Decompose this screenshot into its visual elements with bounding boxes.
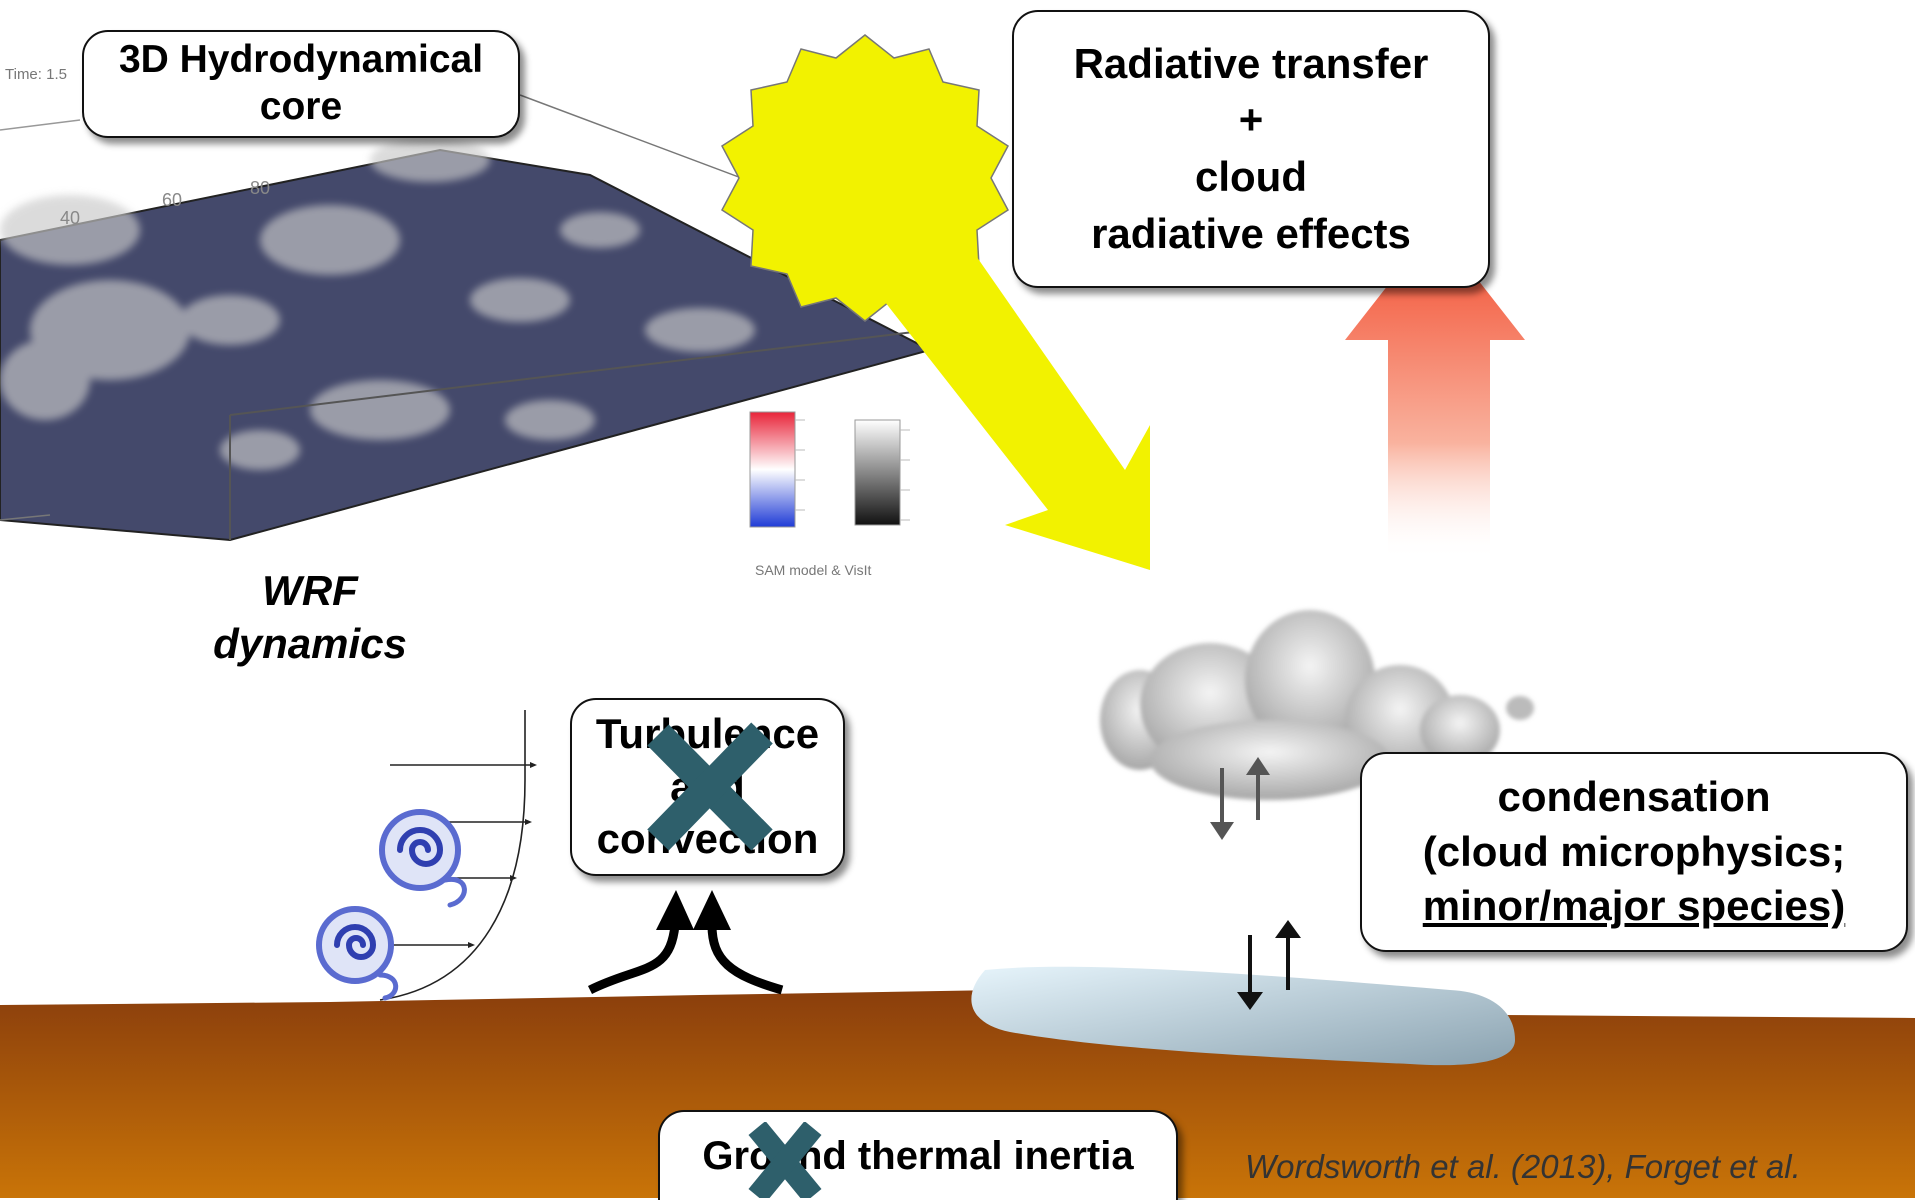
box-condensation-line3: minor/major species): [1422, 882, 1846, 930]
surface-ice: [971, 966, 1515, 1066]
sunlight-arrow: [880, 240, 1150, 570]
box-radiative-line1: Radiative transfer: [1073, 39, 1429, 87]
box-radiative-line2: +: [1238, 96, 1264, 144]
model-caption: SAM model & VisIt: [755, 562, 872, 578]
wrf-dynamics-label: WRF dynamics: [170, 565, 450, 670]
box-radiative-transfer: Radiative transfer + cloud radiative eff…: [1012, 10, 1490, 288]
box-condensation: condensation (cloud microphysics; minor/…: [1360, 752, 1908, 952]
cloud-exchange-arrows: [1210, 757, 1270, 840]
box-radiative-line4: radiative effects: [1091, 209, 1411, 257]
box-turbulence-line1: Turbulence: [595, 710, 820, 758]
sun-icon: [721, 34, 1009, 322]
axis-label-40: 40: [60, 208, 81, 228]
box-condensation-line2: (cloud microphysics;: [1422, 827, 1846, 875]
eddy-swirl-icon: [379, 809, 467, 908]
wrf-line1: WRF: [262, 567, 358, 614]
disabled-cross-icon-ground: [748, 1122, 822, 1198]
outgoing-radiation-arrow: [1345, 225, 1525, 560]
eddy-swirl-icon-2: [316, 906, 399, 1001]
convection-arrowhead-left: [656, 890, 694, 930]
surface-exchange-arrows: [1237, 920, 1301, 1010]
box-hydro-line2: core: [259, 85, 343, 128]
axis-label-60: 60: [162, 190, 183, 210]
wrf-line2: dynamics: [213, 619, 407, 667]
box-condensation-line1: condensation: [1497, 773, 1771, 821]
model-3d-image: [0, 94, 961, 542]
convection-arrows: [587, 924, 784, 995]
convection-arrowhead-right: [693, 890, 731, 930]
box-hydro-line1: 3D Hydrodynamical: [118, 38, 484, 82]
model-time-label: Time: 1.5: [5, 66, 67, 83]
citation-text: Wordsworth et al. (2013), Forget et al.: [1245, 1148, 1801, 1185]
box-turbulence-line3: convection: [596, 815, 819, 863]
box-hydrodynamical-core: 3D Hydrodynamical core: [82, 30, 520, 138]
box-ground-thermal-inertia: Ground thermal inertia: [658, 1110, 1178, 1200]
disabled-cross-icon: [647, 722, 773, 851]
cloud-icon: [1100, 610, 1534, 800]
axis-label-80: 80: [250, 178, 271, 198]
box-radiative-line3: cloud: [1195, 153, 1307, 200]
